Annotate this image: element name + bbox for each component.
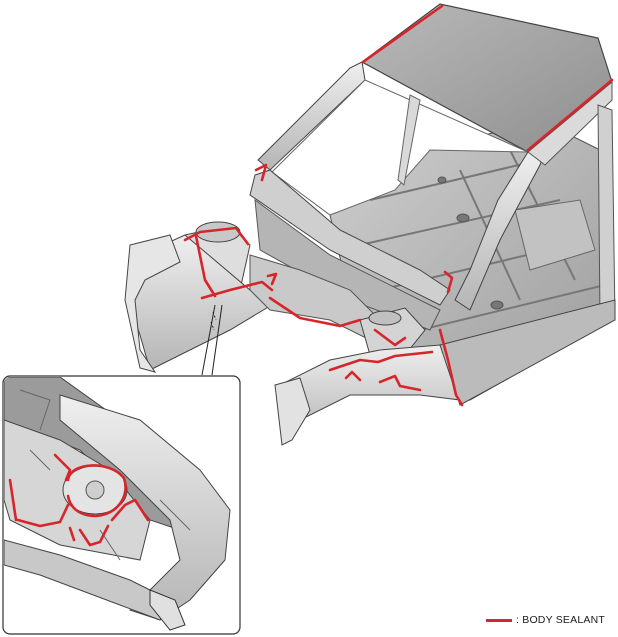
cowl-panel: [249, 169, 451, 306]
body-sealant-lines-inset: [8, 453, 150, 547]
floor-holes: [437, 176, 565, 310]
roof-rail-right: [527, 80, 613, 166]
inset-sealant-wheelhouse-left: [8, 478, 18, 522]
inset-sealant-wheelhouse: [16, 503, 70, 528]
sealant-cowl-top: [254, 163, 268, 182]
inset-sealant-lower-left: [68, 526, 76, 542]
sealant-apron-left: [268, 296, 362, 328]
sealant-dash-center: [373, 328, 407, 347]
front-bumper-mount-left: [124, 234, 181, 373]
legend-swatch-sealant: [486, 618, 512, 622]
sealant-roof-right: [526, 78, 614, 152]
inset-sealant-strut-ring: [66, 464, 127, 518]
legend: : BODY SEALANT: [486, 612, 605, 628]
front-side-member-right: [279, 344, 461, 442]
inset-detail-lines: [19, 389, 191, 561]
dash-lower: [254, 198, 441, 331]
floor-tunnel: [514, 199, 596, 271]
a-pillar-center: [397, 94, 421, 186]
roof-panel: [360, 3, 613, 153]
sealant-strut-tower-left: [183, 226, 250, 298]
inset-sealant-rail-joint: [110, 498, 150, 522]
sealant-cowl-right: [443, 270, 454, 294]
inset-lower-member: [4, 539, 171, 621]
strut-tower-right-cap: [368, 310, 402, 326]
sealant-roof-front: [361, 4, 444, 64]
inset-sealant-lower: [78, 524, 110, 547]
sealant-apron-small: [266, 272, 278, 286]
c-pillar-right: [597, 104, 616, 321]
inset-bracket: [149, 589, 186, 631]
body-sealant-lines-main: [183, 4, 614, 407]
sealant-strut-tower-left-lower: [200, 280, 274, 300]
inset-sealant-housing-top: [53, 453, 72, 482]
detail-leader: [201, 304, 223, 376]
front-bumper-mount-right: [274, 377, 311, 446]
legend-label: : BODY SEALANT: [516, 614, 605, 626]
inset-strut-hole: [85, 480, 105, 500]
sealant-right-pillar-base: [438, 328, 464, 407]
detail-inset: [2, 375, 241, 635]
sealant-right-rail-lower: [378, 374, 422, 392]
sealant-right-rail-front: [344, 370, 362, 382]
sealant-right-rail-top: [328, 350, 434, 372]
main-body-view: [124, 3, 616, 446]
